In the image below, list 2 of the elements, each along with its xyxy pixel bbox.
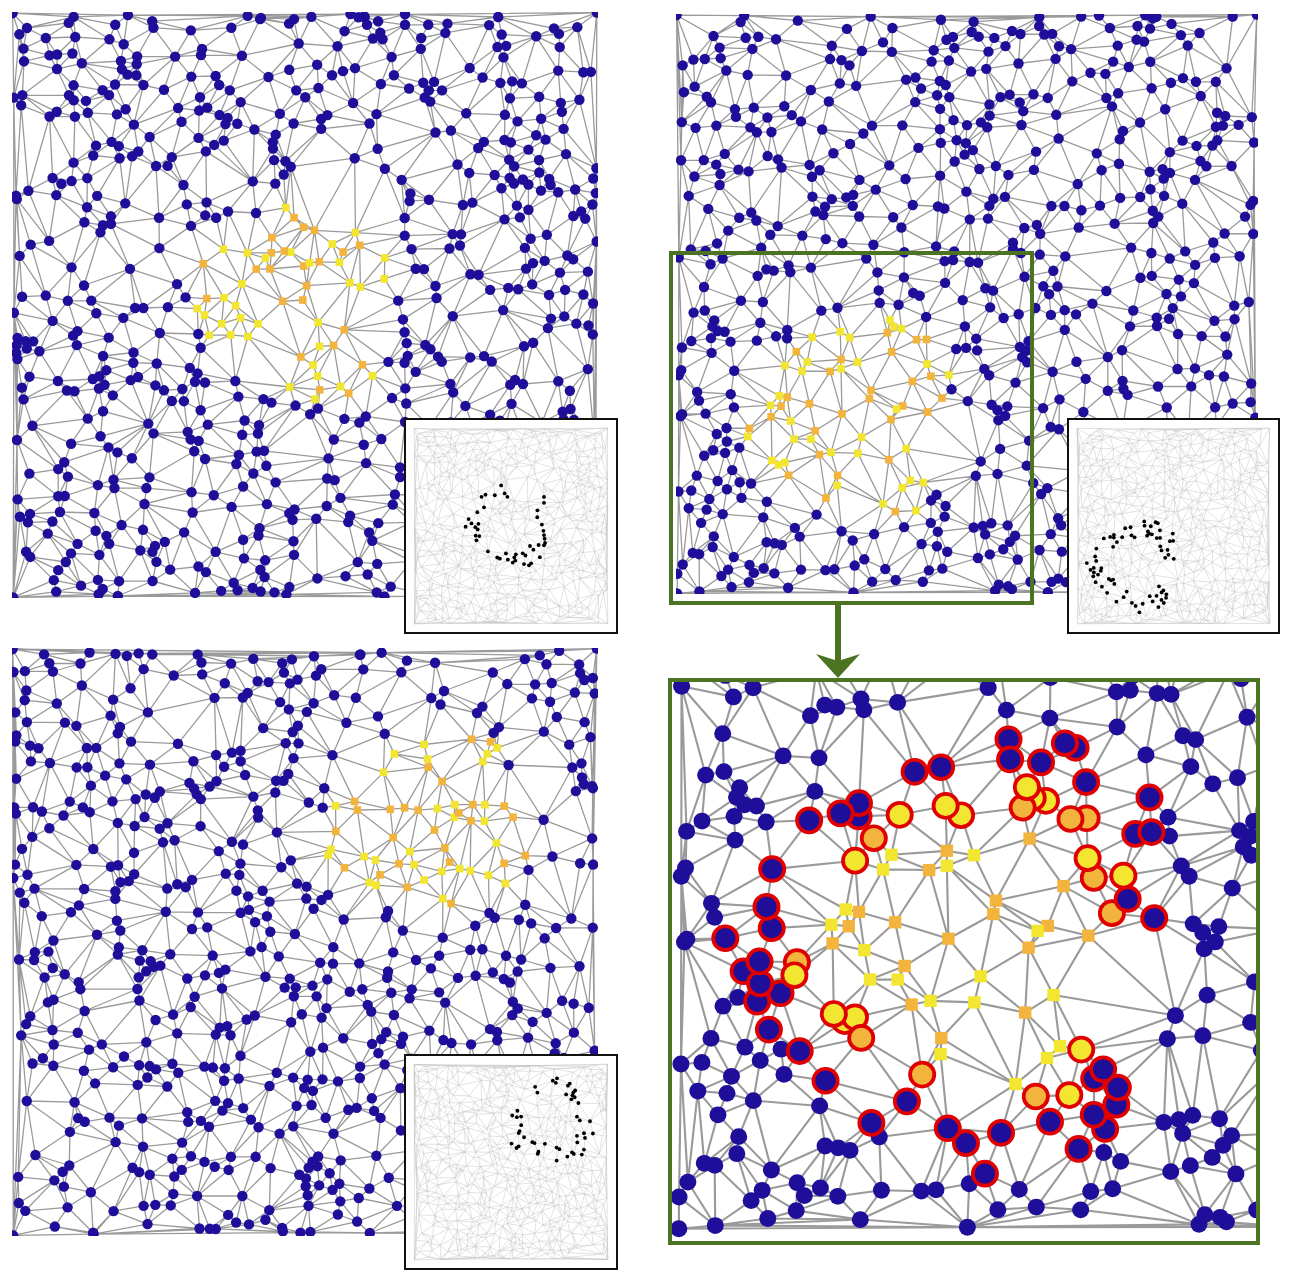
arrow xyxy=(816,605,860,678)
zoom-region-frame xyxy=(669,251,1034,605)
